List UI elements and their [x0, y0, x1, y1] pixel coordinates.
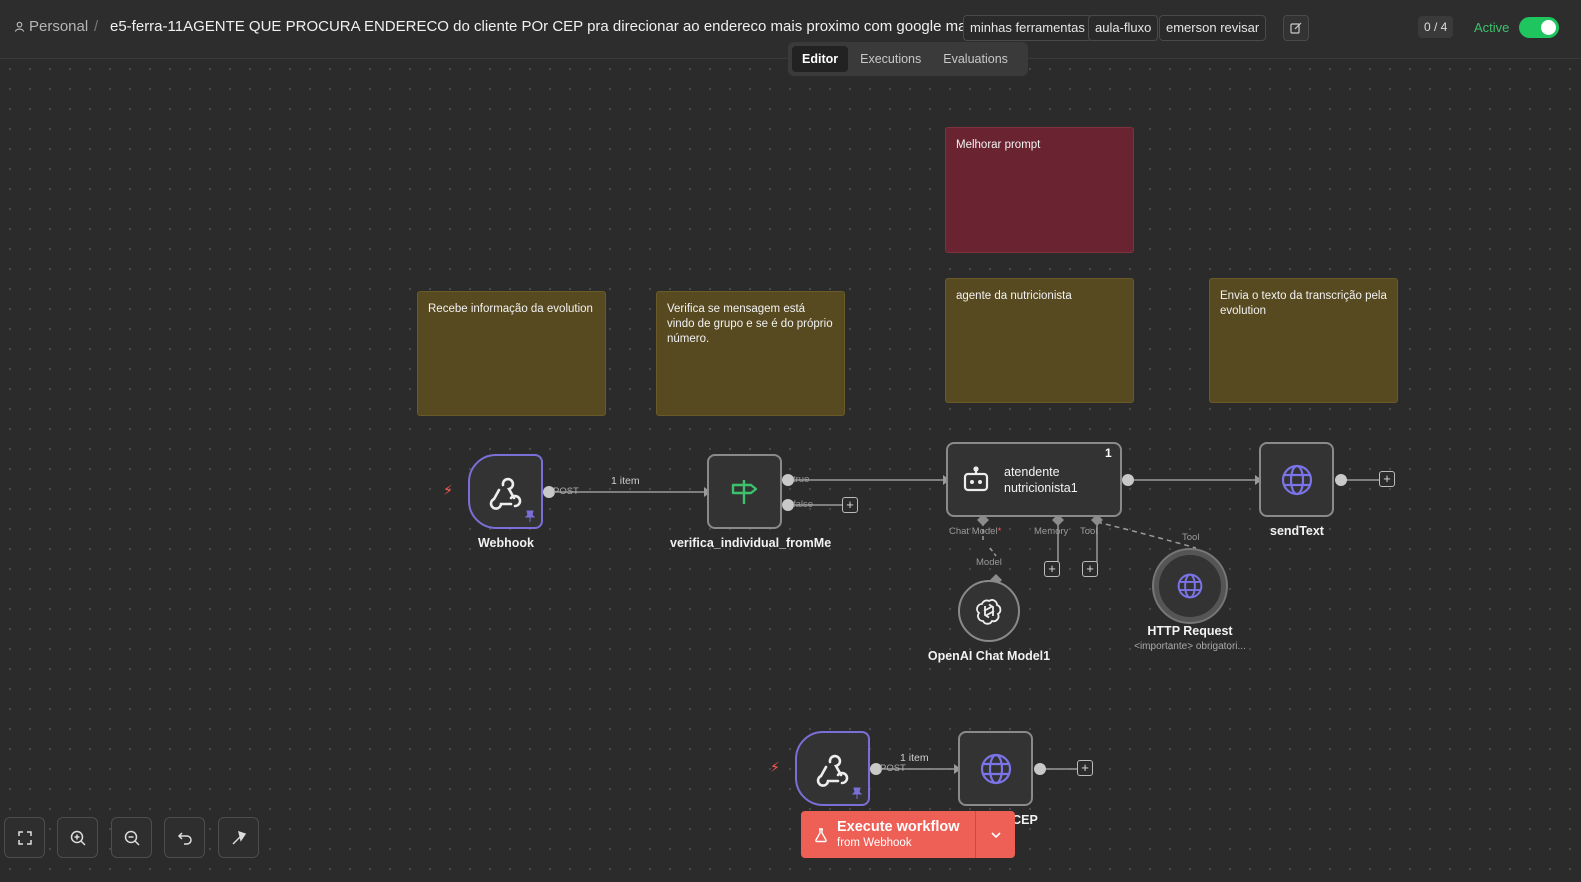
sticky-note-text: Melhorar prompt — [956, 139, 1041, 151]
tag-emerson-revisar[interactable]: emerson revisar — [1159, 15, 1267, 41]
flask-icon — [815, 827, 827, 842]
tag-minhas-ferramentas[interactable]: minhas ferramentas — [963, 15, 1092, 41]
edit-icon — [1290, 22, 1302, 34]
trigger-bolt-icon: ⚡ — [770, 759, 780, 775]
required-mark: * — [997, 526, 1002, 537]
openai-icon — [976, 599, 1002, 625]
trigger-bolt-icon: ⚡ — [443, 482, 453, 498]
node-openai-label: OpenAI Chat Model1 — [927, 649, 1051, 663]
tag-aula-fluxo[interactable]: aula-fluxo — [1088, 15, 1159, 41]
sticky-note-envia[interactable]: Envia o texto da transcrição pela evolut… — [1209, 278, 1398, 403]
workflow-canvas[interactable] — [0, 59, 1581, 882]
openai-model-port: Model — [976, 557, 1002, 568]
sticky-note-text: agente da nutricionista — [956, 290, 1072, 302]
execute-workflow-sub: from Webhook — [837, 837, 912, 849]
execute-workflow-button[interactable]: Execute workflow from Webhook — [801, 811, 1015, 858]
active-toggle[interactable] — [1519, 17, 1559, 38]
node-verifica-individual[interactable] — [707, 454, 782, 529]
agent-label: atendente nutricionista1 — [1004, 464, 1078, 495]
zoom-out-button[interactable] — [111, 817, 152, 858]
fit-view-button[interactable] — [4, 817, 45, 858]
tab-evaluations[interactable]: Evaluations — [943, 52, 1008, 66]
globe-icon — [1281, 464, 1312, 495]
edge-item-count: 1 item — [611, 475, 640, 487]
breadcrumb-project[interactable]: Personal — [14, 18, 88, 35]
node-openai-chat-model[interactable] — [958, 580, 1020, 642]
agent-chat-model-port: Chat Model* — [949, 526, 1001, 537]
chevron-down-icon — [990, 831, 1001, 838]
zoom-out-icon — [124, 830, 140, 846]
add-node-false-button[interactable]: + — [842, 497, 858, 513]
sticky-note-recebe[interactable]: Recebe informação da evolution — [417, 291, 606, 416]
tab-editor[interactable]: Editor — [792, 46, 849, 72]
sticky-note-melhorar-prompt[interactable]: Melhorar prompt — [945, 127, 1134, 253]
user-icon — [14, 21, 25, 32]
execute-workflow-main[interactable]: Execute workflow from Webhook — [801, 811, 975, 858]
signpost-icon — [731, 479, 757, 504]
wand-icon — [232, 830, 246, 844]
active-label: Active — [1474, 20, 1510, 35]
sticky-note-agente[interactable]: agente da nutricionista — [945, 278, 1134, 403]
sticky-note-verifica[interactable]: Verifica se mensagem está vindo de grupo… — [656, 291, 845, 416]
node-cep[interactable] — [958, 731, 1033, 806]
webhook-icon — [489, 477, 521, 510]
webhook-output-label: POST — [553, 486, 579, 497]
webhook2-output-label: POST — [880, 763, 906, 774]
zoom-in-icon — [70, 830, 86, 846]
pin-icon — [524, 510, 536, 522]
if-false-label: false — [793, 499, 814, 510]
breadcrumb-separator: / — [94, 18, 99, 35]
node-sendtext-label: sendText — [1270, 524, 1324, 538]
fullscreen-icon — [17, 830, 32, 845]
sticky-note-text: Verifica se mensagem está vindo de grupo… — [667, 303, 833, 345]
node-http-request-label: HTTP Request — [1147, 624, 1233, 638]
globe-icon — [980, 753, 1011, 784]
workflow-title[interactable]: e5-ferra-11AGENTE QUE PROCURA ENDERECO d… — [110, 18, 983, 35]
webhook-icon — [816, 754, 848, 787]
node-verifica-label: verifica_individual_fromMe — [670, 536, 832, 550]
sticky-note-text: Envia o texto da transcrição pela evolut… — [1220, 290, 1387, 317]
node-cep-label: CEP — [1012, 813, 1038, 827]
globe-icon — [1177, 573, 1203, 599]
zoom-in-button[interactable] — [57, 817, 98, 858]
evaluation-counter: 0 / 4 — [1418, 16, 1454, 38]
execute-workflow-label: Execute workflow — [837, 819, 960, 835]
edit-tags-button[interactable] — [1283, 15, 1309, 41]
add-node-after-sendtext-button[interactable]: + — [1379, 471, 1395, 487]
tab-executions[interactable]: Executions — [860, 52, 922, 66]
http-tool-port: Tool — [1182, 532, 1200, 543]
add-tool-button[interactable]: + — [1082, 561, 1098, 577]
node-atendente-nutricionista[interactable]: atendente nutricionista1 — [946, 442, 1122, 517]
agent-run-count: 1 — [1105, 446, 1112, 460]
robot-icon — [963, 465, 989, 491]
sticky-note-text: Recebe informação da evolution — [428, 303, 593, 315]
execute-options-dropdown[interactable] — [975, 811, 1015, 858]
add-memory-button[interactable]: + — [1044, 561, 1060, 577]
agent-tool-port: Tool — [1080, 526, 1098, 537]
agent-memory-port: Memory — [1034, 526, 1069, 537]
node-http-request-subtitle: <importante> obrigatori... — [1134, 641, 1246, 652]
undo-button[interactable] — [164, 817, 205, 858]
node-webhook-2[interactable] — [795, 731, 870, 806]
node-sendtext[interactable] — [1259, 442, 1334, 517]
node-webhook[interactable] — [468, 454, 543, 529]
if-true-label: true — [793, 474, 810, 485]
tidy-up-button[interactable] — [218, 817, 259, 858]
add-node-after-cep-button[interactable]: + — [1077, 760, 1093, 776]
node-webhook-label: Webhook — [477, 536, 535, 550]
undo-icon — [177, 831, 192, 845]
breadcrumb-project-label: Personal — [29, 18, 89, 35]
node-http-request[interactable] — [1154, 550, 1226, 622]
view-tabs: Editor Executions Evaluations — [788, 42, 1028, 76]
pin-icon — [851, 787, 863, 799]
chat-model-port-label: Chat Model — [949, 526, 998, 537]
edge-item-count-2: 1 item — [900, 752, 929, 764]
